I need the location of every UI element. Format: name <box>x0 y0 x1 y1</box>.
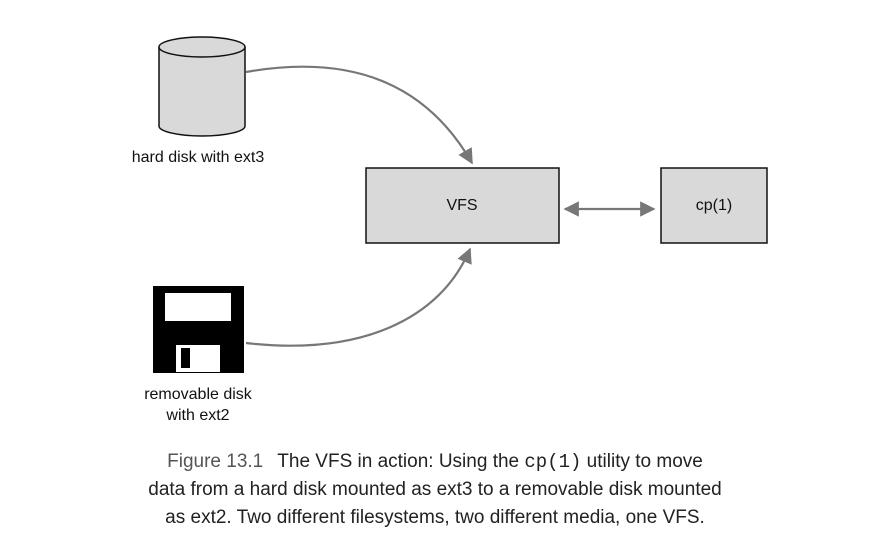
removable-disk-to-vfs-arrow <box>245 247 472 347</box>
caption-line-3: as ext2. Two different filesystems, two … <box>165 507 705 528</box>
vfs-label: VFS <box>446 197 477 214</box>
removable-disk-label-line1: removable disk <box>144 386 253 403</box>
vfs-box <box>365 167 560 244</box>
vfs-diagram: hard disk with ext3 removable disk with … <box>132 36 768 424</box>
hard-disk-cylinder-icon <box>158 36 246 137</box>
removable-disk-label-line2: with ext2 <box>165 407 229 424</box>
hard-disk-to-vfs-arrow <box>245 65 473 165</box>
caption-line-2: data from a hard disk mounted as ext3 to… <box>148 479 722 500</box>
cp-box <box>660 167 768 244</box>
hard-disk-label: hard disk with ext3 <box>132 149 265 166</box>
caption-text-part2: utility to move <box>581 451 703 472</box>
cp-label: cp(1) <box>696 197 732 214</box>
caption-text-part1: The VFS in action: Using the <box>277 451 525 472</box>
caption-command: cp(1) <box>524 451 582 473</box>
figure-number: Figure 13.1 <box>167 451 264 472</box>
floppy-disk-icon <box>153 286 244 373</box>
